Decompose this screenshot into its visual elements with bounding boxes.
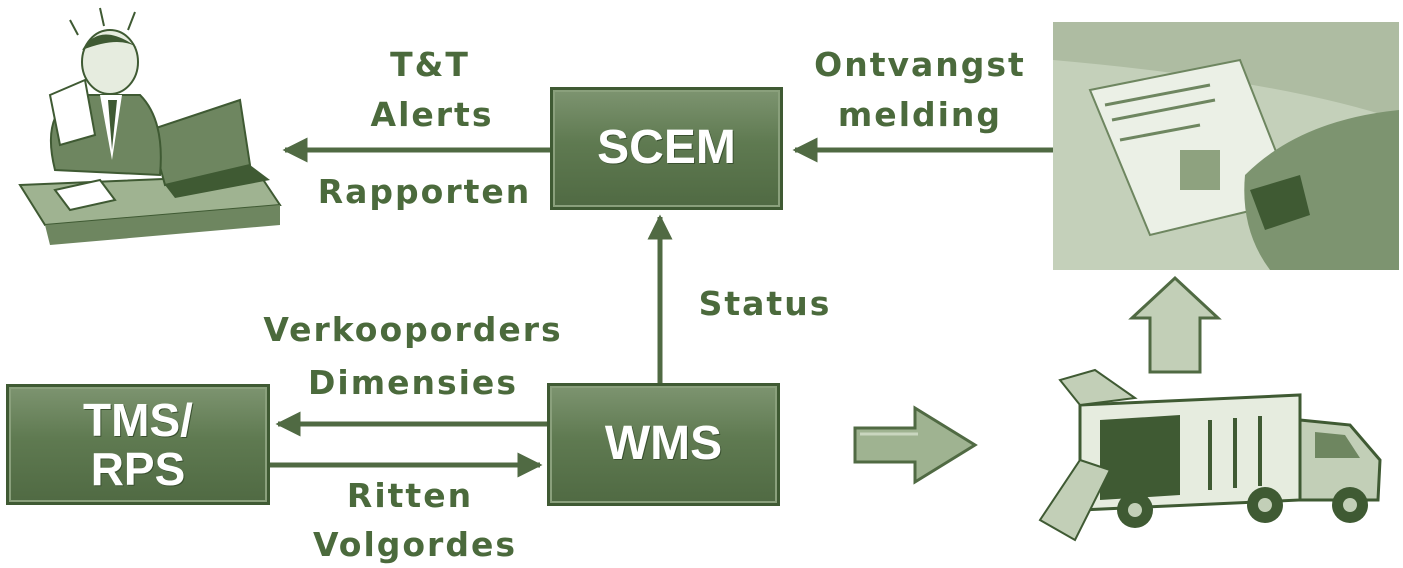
edge-label-alerts: Alerts — [370, 95, 494, 134]
block-arrow-up-icon — [1128, 275, 1222, 374]
edge-label-ontvangst: Ontvangst — [814, 45, 1026, 84]
edge-label-ritten: Ritten — [346, 476, 474, 515]
edge-label-tt: T&T — [390, 45, 470, 84]
tms-rps-box: TMS/ RPS — [6, 384, 270, 505]
businessman-at-laptop-icon — [18, 7, 282, 245]
edge-label-melding: melding — [837, 95, 1003, 134]
edge-label-dimensies: Dimensies — [308, 363, 518, 402]
edge-label-status: Status — [698, 284, 832, 323]
rps-label: RPS — [90, 442, 186, 495]
scem-box: SCEM — [550, 87, 783, 210]
block-arrow-right-icon — [853, 405, 978, 485]
wms-box: WMS — [547, 383, 780, 506]
scem-label: SCEM — [597, 121, 736, 175]
edge-label-verkooporders: Verkooporders — [263, 310, 563, 349]
edge-label-rapporten: Rapporten — [317, 172, 532, 211]
delivery-truck-icon — [1038, 368, 1382, 542]
edge-label-volgordes: Volgordes — [313, 525, 517, 564]
wms-label: WMS — [604, 417, 723, 471]
tms-label: TMS/ — [83, 394, 193, 447]
handheld-scanner-photo-icon — [1053, 22, 1399, 270]
